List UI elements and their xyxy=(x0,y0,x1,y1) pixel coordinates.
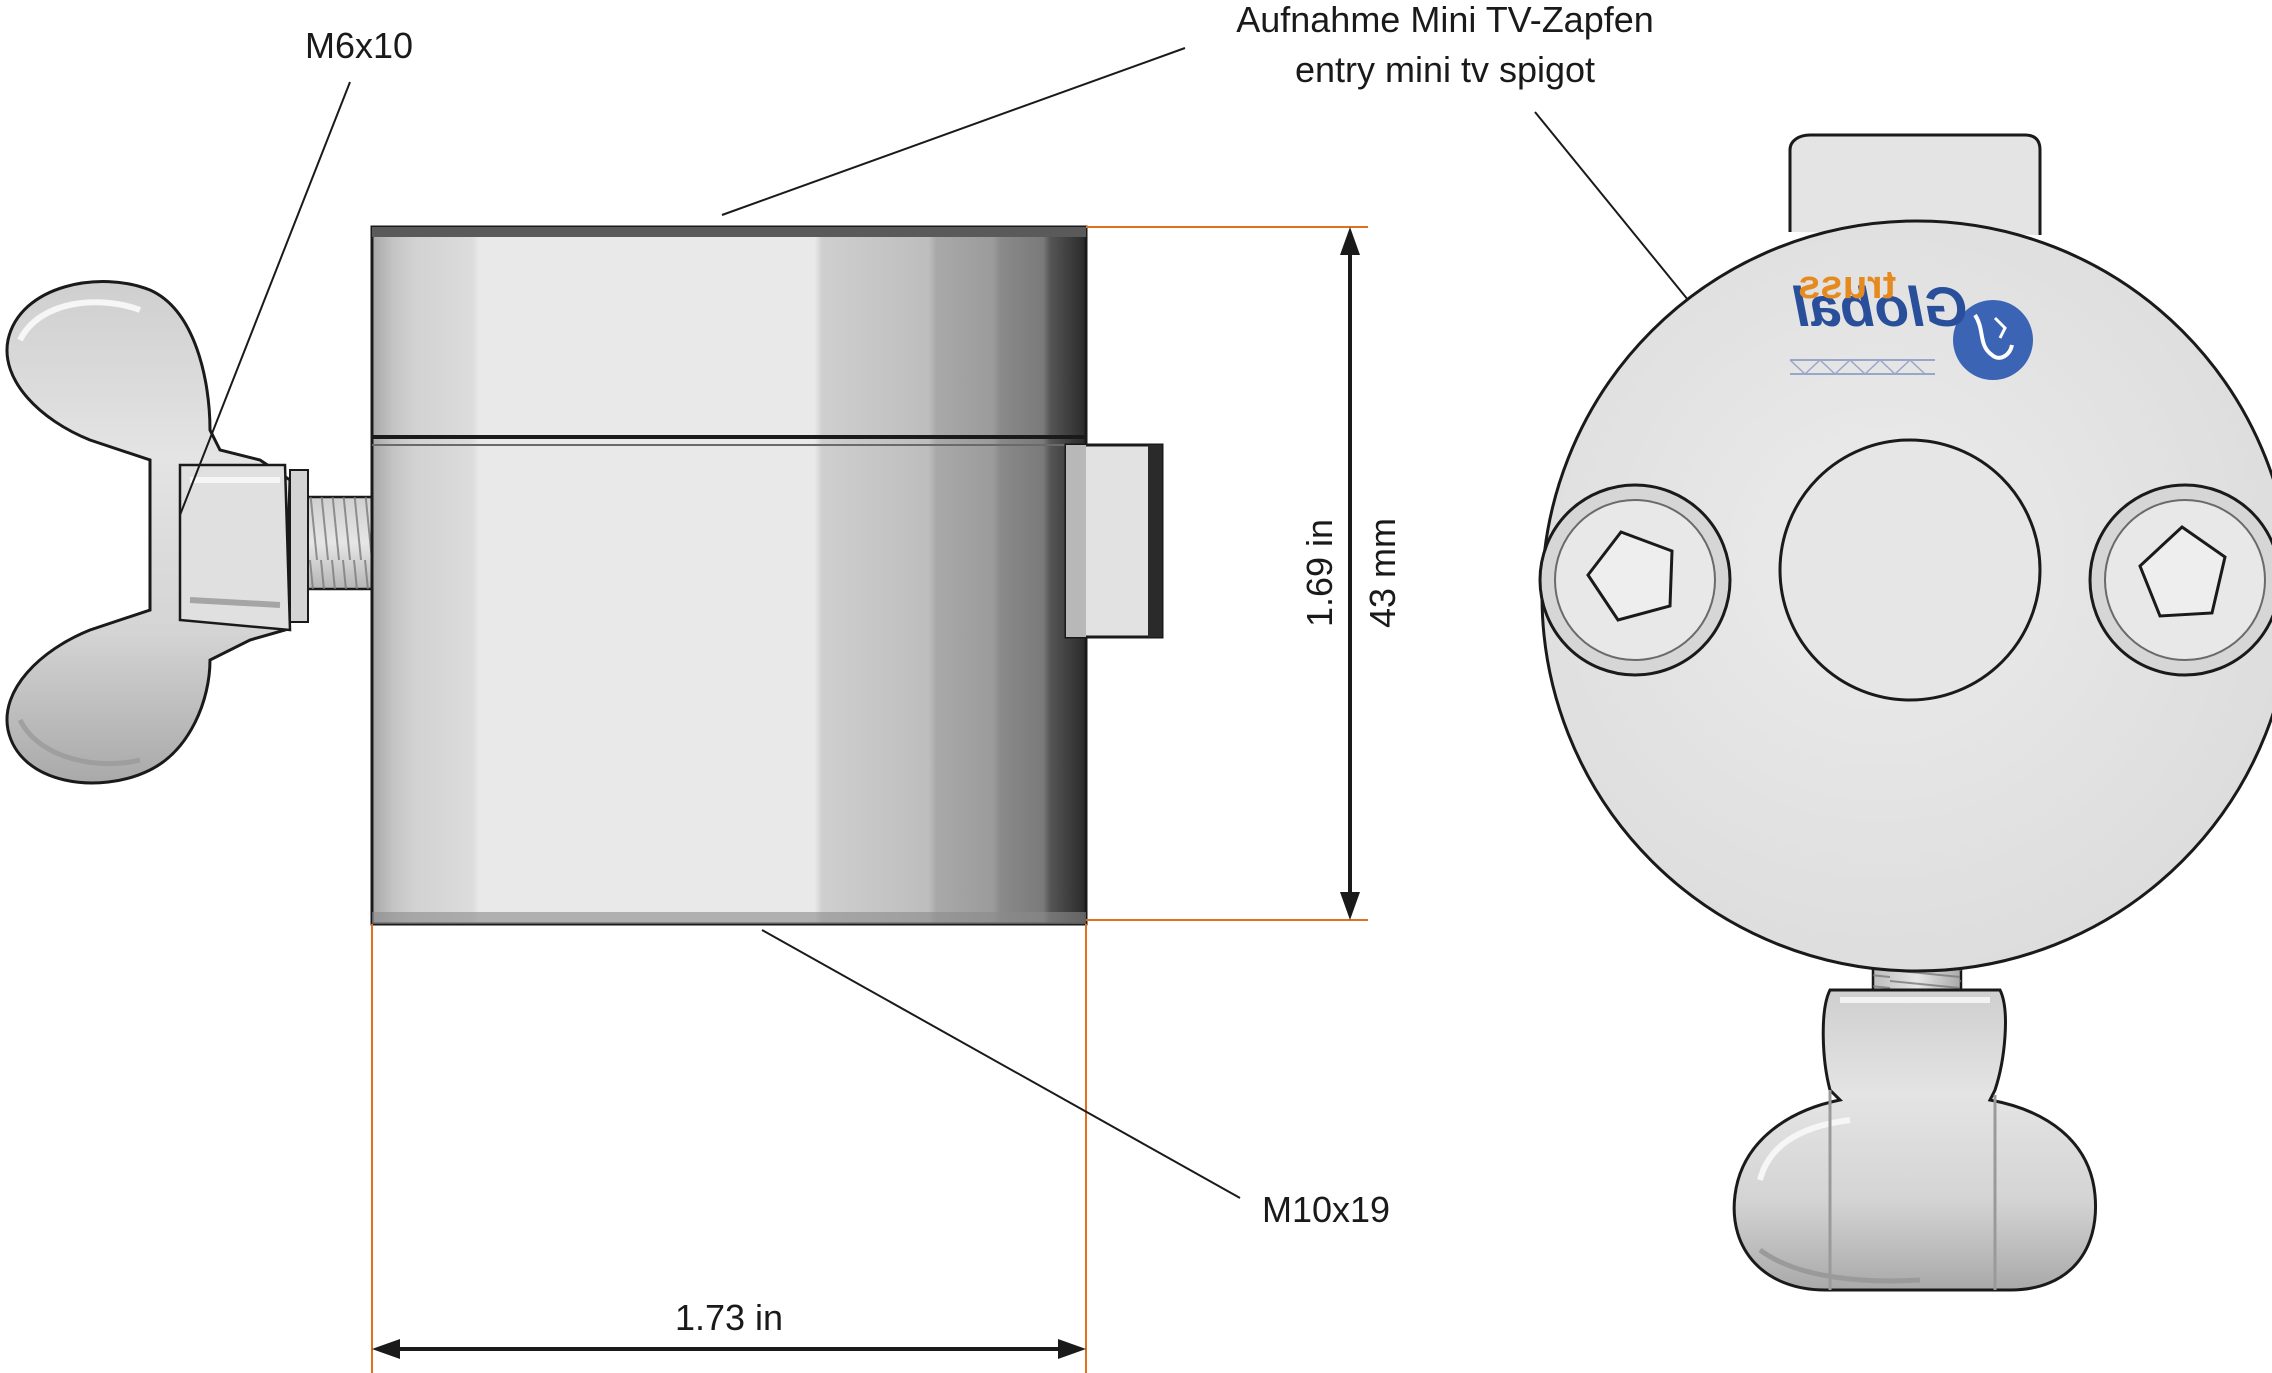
logo-text-sub: truss xyxy=(1798,263,1896,307)
label-entry-de: Aufnahme Mini TV-Zapfen xyxy=(1236,0,1654,40)
wing-nut-top xyxy=(1732,988,2098,1292)
dimension-width xyxy=(371,924,1087,1373)
label-m10x19: M10x19 xyxy=(1262,1189,1390,1230)
logo-text-main: Global xyxy=(1792,275,1968,338)
label-height-mm: 43 mm xyxy=(1362,518,1403,628)
side-pin xyxy=(1064,443,1164,639)
wing-nut-side xyxy=(5,280,292,785)
labels: M6x10 Aufnahme Mini TV-Zapfen entry mini… xyxy=(305,0,1654,1338)
globe-icon xyxy=(1953,300,2033,380)
bolt-left xyxy=(1538,483,1732,677)
dimension-height xyxy=(1086,226,1368,921)
side-view xyxy=(5,225,1164,926)
label-m6x10: M6x10 xyxy=(305,25,413,66)
screw-thread-side xyxy=(289,469,379,623)
spigot-hole xyxy=(1778,438,2042,702)
label-height-in: 1.69 in xyxy=(1299,519,1340,627)
bolt-right xyxy=(2088,483,2272,677)
top-view: Global truss xyxy=(1538,133,2272,1292)
label-entry-en: entry mini tv spigot xyxy=(1295,49,1595,90)
label-width-in: 1.73 in xyxy=(675,1297,783,1338)
globaltruss-logo: Global truss xyxy=(1789,263,2033,380)
adapter-body-side xyxy=(370,225,1088,926)
